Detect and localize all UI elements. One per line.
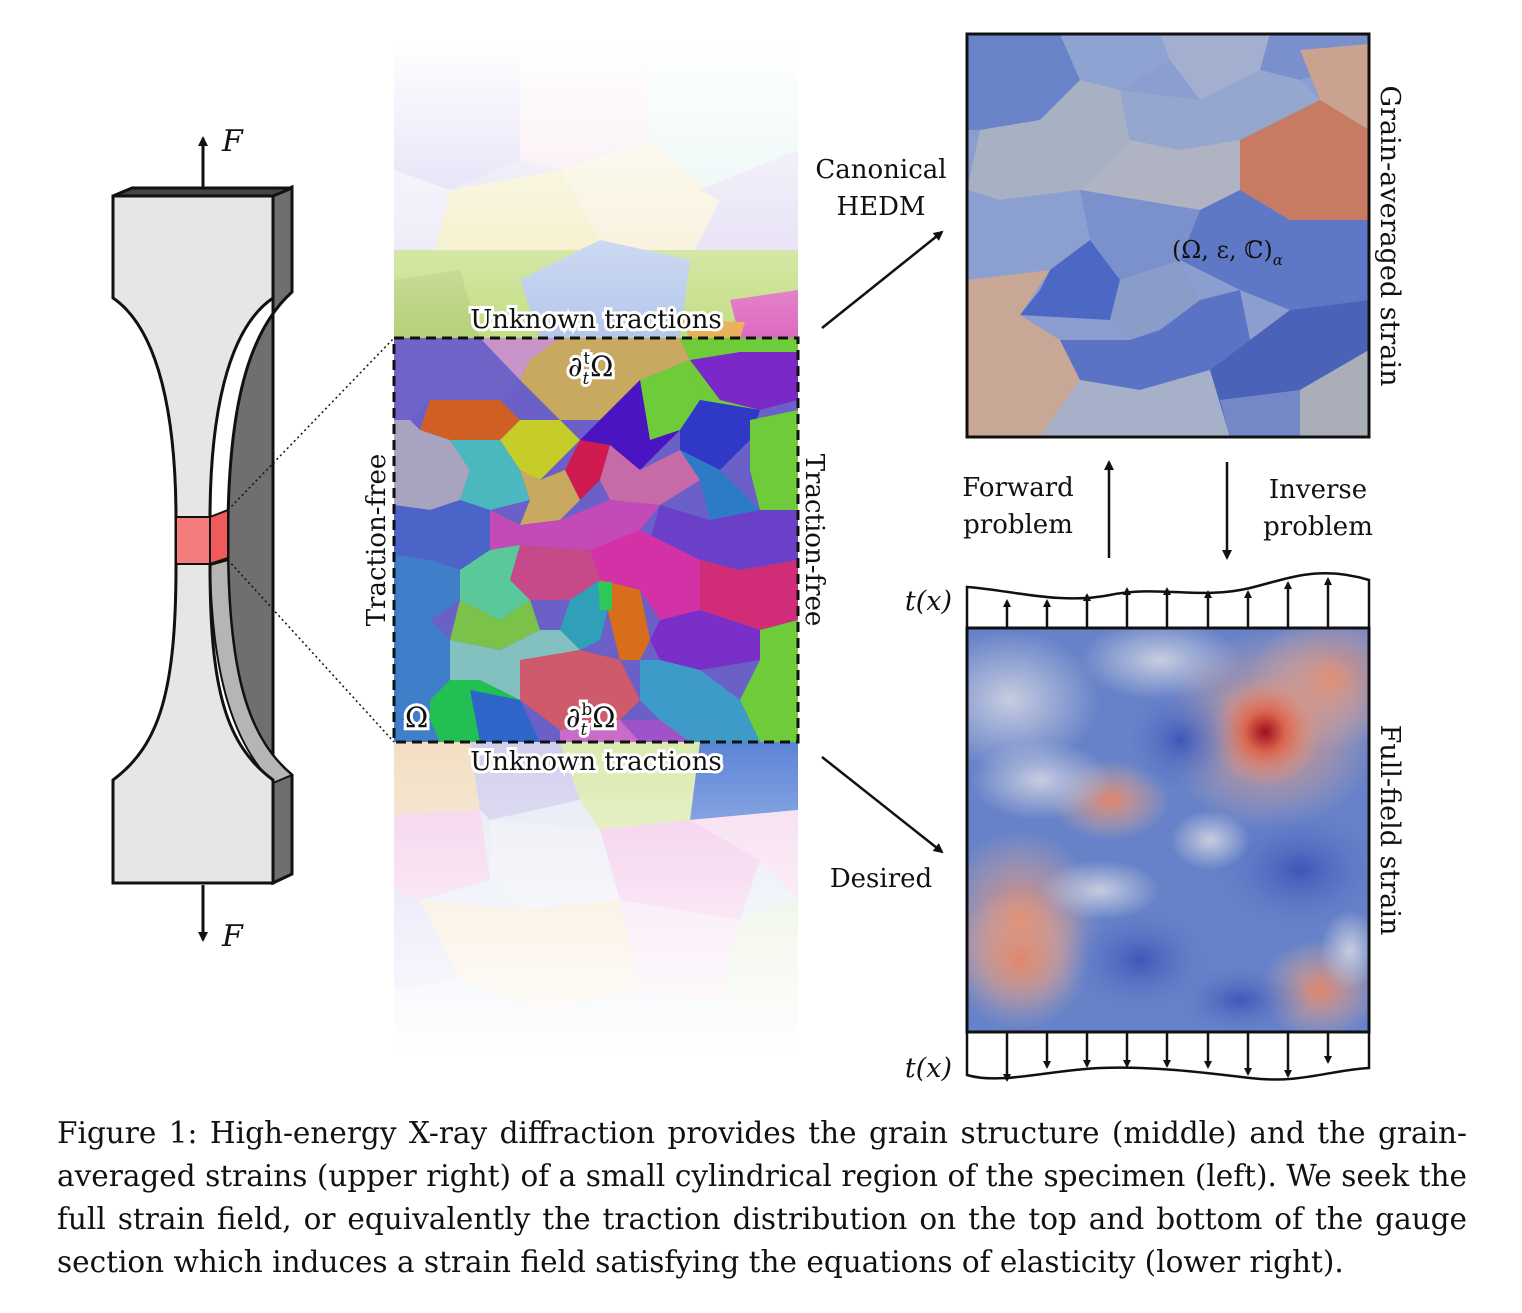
inverse-label-line2: problem [1263, 512, 1373, 542]
domain-omega-label: Ω [405, 701, 428, 734]
specimen [111, 136, 294, 942]
forward-label-line2: problem [963, 510, 1073, 540]
caption-text: High-energy X-ray diffraction provides t… [57, 1116, 1467, 1279]
canonical-label-line2: HEDM [836, 192, 925, 222]
bottom-tractions-label: Unknown tractions [470, 747, 722, 777]
right-traction-free-label: Traction-free [799, 454, 829, 627]
bottom-traction [965, 1032, 1371, 1082]
grain-averaged-side-label: Grain-averaged strain [1374, 86, 1405, 387]
traction-top-label: t(x) [905, 586, 952, 617]
tuple-label: (Ω, ε, ℂ)α [1172, 236, 1283, 269]
bottom-boundary-label: ∂tbΩ [566, 700, 615, 740]
arrow-to-full-field [821, 756, 944, 854]
top-tractions-label: Unknown tractions [470, 305, 722, 335]
figure-caption: Figure 1: High-energy X-ray diffraction … [57, 1112, 1467, 1284]
figure: F F [111, 32, 1405, 1084]
desired-label: Desired [830, 864, 932, 894]
grain-averaged-strain-map [967, 34, 1369, 437]
top-boundary-label: ∂ttΩ [568, 349, 613, 389]
full-field-strain-map [967, 628, 1369, 1032]
zoom-line-bottom [227, 559, 395, 743]
left-traction-free-label: Traction-free [362, 454, 392, 627]
full-field-side-label: Full-field strain [1374, 725, 1405, 936]
forward-label-line1: Forward [962, 473, 1074, 503]
force-bottom-label: F [221, 919, 244, 954]
force-top-label: F [221, 124, 244, 159]
grain-map [394, 40, 798, 1060]
arrow-to-grain-averaged [821, 230, 944, 329]
canonical-label-line1: Canonical [815, 155, 946, 185]
traction-bottom-label: t(x) [905, 1053, 952, 1084]
inverse-label-line1: Inverse [1269, 475, 1367, 505]
domain-frame [392, 336, 800, 744]
grain-averaged-frame [965, 32, 1371, 439]
top-traction [965, 571, 1371, 628]
caption-prefix: Figure 1: [57, 1116, 198, 1150]
grain-map-inner [394, 338, 798, 742]
